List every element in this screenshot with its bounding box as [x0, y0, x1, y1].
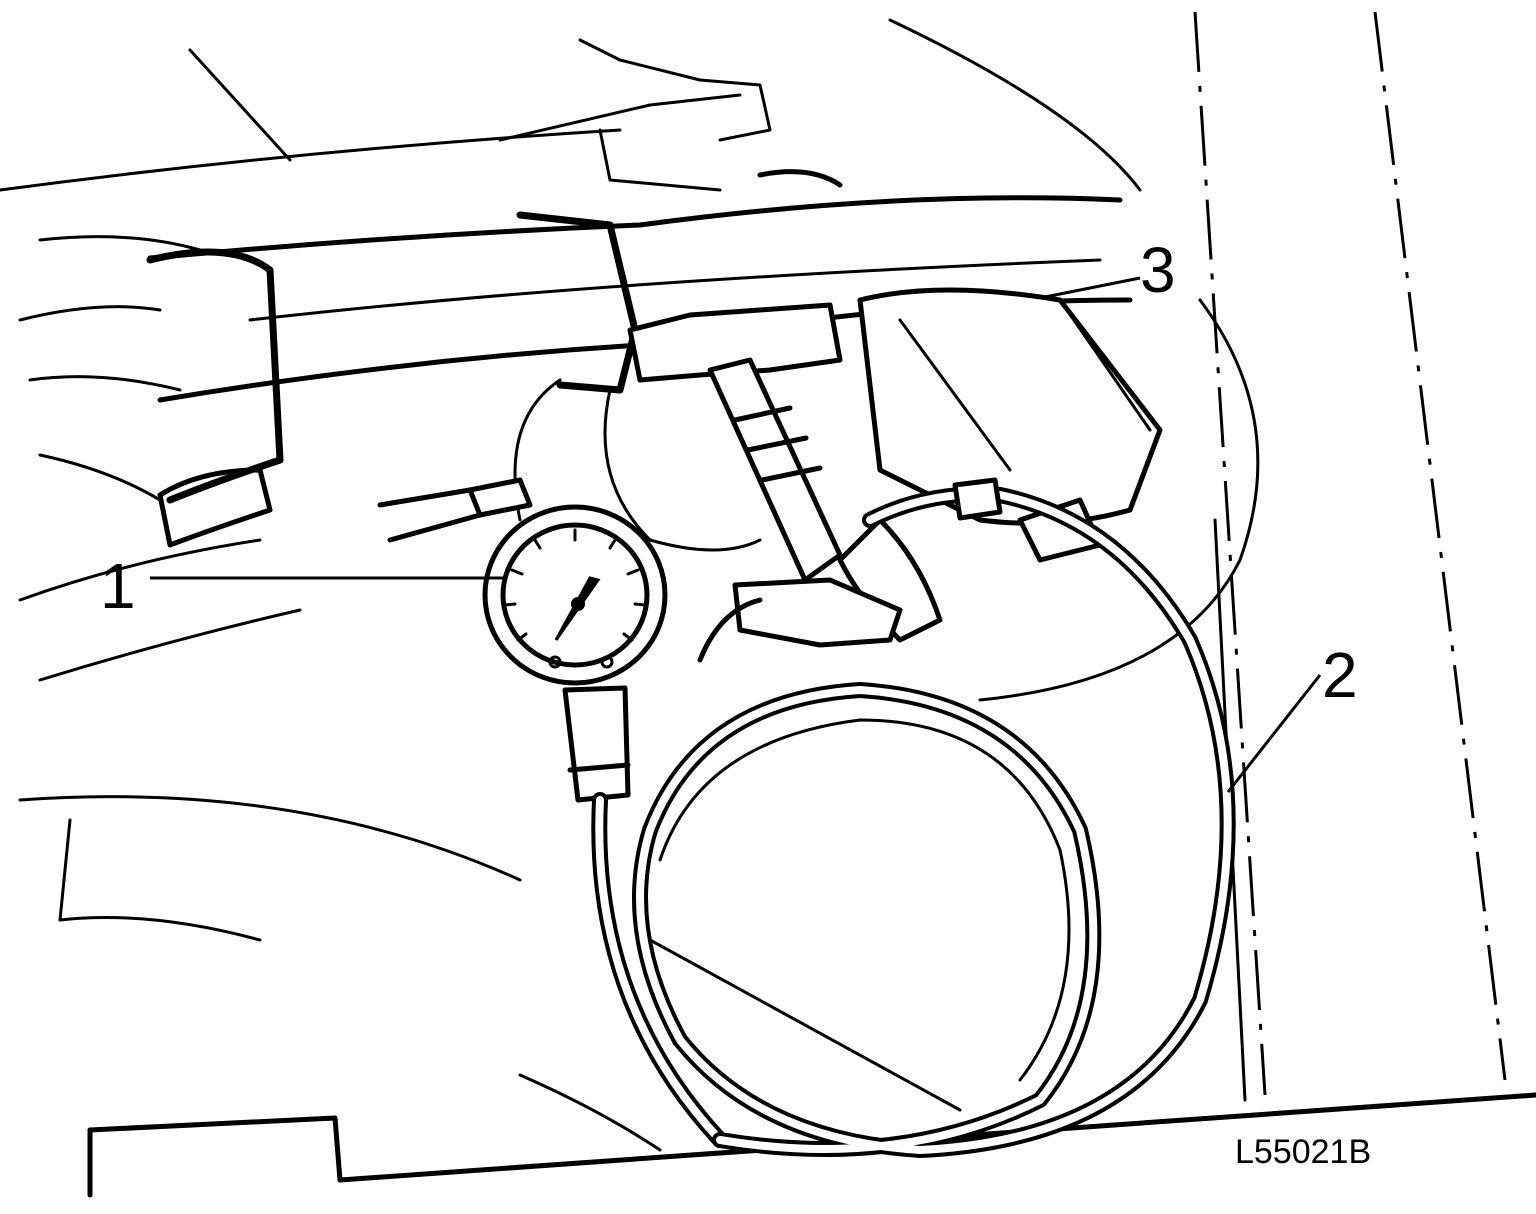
callout-1: 1 [100, 550, 136, 622]
figure-code: L55021B [1235, 1133, 1371, 1171]
callout-2: 2 [1322, 639, 1358, 711]
pressure-gauge [377, 477, 668, 803]
test-connection-assembly [513, 287, 1163, 663]
pressure-hose [591, 477, 1236, 1158]
engine-bay-outline [0, 11, 1507, 1152]
callout-3: 3 [1140, 234, 1176, 306]
leader-line-3 [1039, 276, 1141, 300]
leader-line-2 [1226, 674, 1322, 793]
